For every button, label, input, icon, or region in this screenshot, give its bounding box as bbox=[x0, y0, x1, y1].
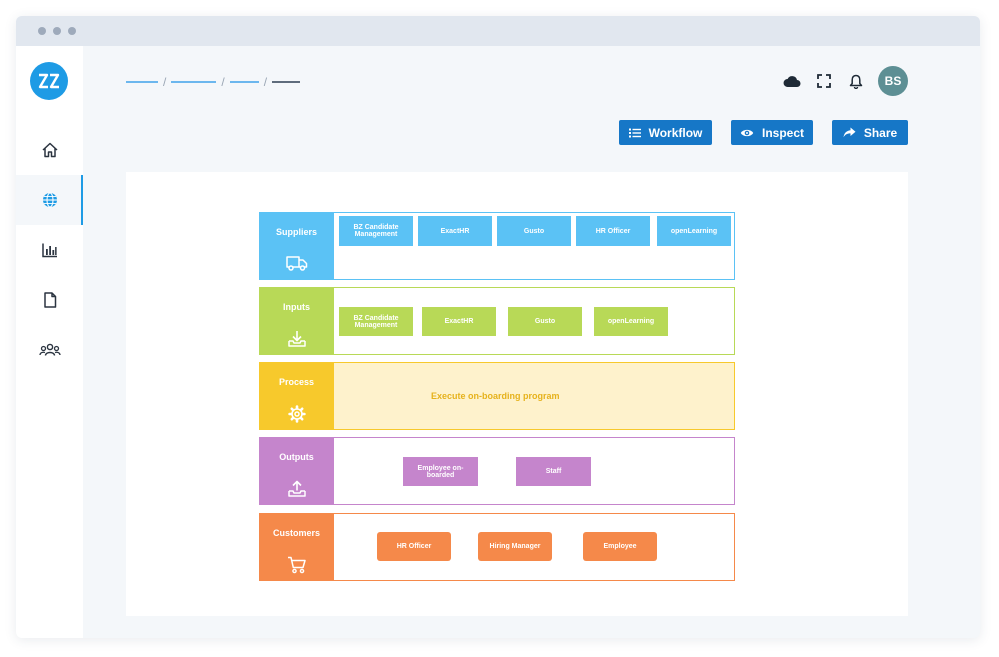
inputs-row: Inputs BZ Candidate Management ExactHR G… bbox=[259, 287, 735, 355]
output-item[interactable]: Employee on-boarded bbox=[403, 457, 478, 486]
breadcrumb-item[interactable] bbox=[229, 81, 259, 83]
breadcrumb-separator: / bbox=[221, 75, 225, 89]
cart-icon bbox=[287, 556, 306, 574]
suppliers-label[interactable]: Suppliers bbox=[259, 212, 334, 280]
input-item[interactable]: openLearning bbox=[594, 307, 668, 336]
upload-tray-icon bbox=[287, 480, 306, 497]
notifications-button[interactable] bbox=[840, 67, 872, 95]
inspect-button-label: Inspect bbox=[761, 125, 804, 140]
cloud-button[interactable] bbox=[776, 67, 808, 95]
header-actions: BS bbox=[776, 66, 908, 96]
user-avatar[interactable]: BS bbox=[878, 66, 908, 96]
diagram-canvas: Suppliers BZ Candidate Management ExactH… bbox=[126, 172, 908, 616]
window-dot[interactable] bbox=[38, 27, 46, 35]
document-icon bbox=[43, 292, 56, 308]
sidebar bbox=[16, 46, 83, 638]
customers-title: Customers bbox=[272, 528, 320, 538]
truck-icon bbox=[285, 256, 307, 271]
outputs-row: Outputs Employee on-boarded Staff bbox=[259, 437, 735, 505]
breadcrumb-separator: / bbox=[263, 75, 268, 89]
share-button[interactable]: Share bbox=[832, 120, 908, 145]
list-icon bbox=[628, 128, 641, 137]
input-item[interactable]: BZ Candidate Management bbox=[339, 307, 413, 336]
customer-item[interactable]: Hiring Manager bbox=[478, 532, 552, 561]
breadcrumb: / / / bbox=[126, 75, 301, 89]
process-description[interactable]: Execute on-boarding program bbox=[431, 391, 560, 401]
gear-icon bbox=[287, 405, 306, 423]
input-item[interactable]: ExactHR bbox=[422, 307, 496, 336]
suppliers-title: Suppliers bbox=[275, 227, 317, 237]
window-dot[interactable] bbox=[53, 27, 61, 35]
globe-icon bbox=[42, 192, 57, 208]
window-dot[interactable] bbox=[68, 27, 76, 35]
customer-item[interactable]: HR Officer bbox=[377, 532, 451, 561]
download-tray-icon bbox=[287, 331, 306, 347]
sidebar-item-people[interactable] bbox=[16, 325, 83, 375]
title-bar bbox=[16, 16, 980, 46]
sidebar-item-home[interactable] bbox=[16, 125, 83, 175]
supplier-item[interactable]: HR Officer bbox=[576, 216, 650, 246]
bell-icon bbox=[849, 74, 863, 89]
process-title: Process bbox=[278, 377, 315, 387]
sidebar-item-documents[interactable] bbox=[16, 275, 83, 325]
share-button-label: Share bbox=[863, 125, 898, 140]
supplier-item[interactable]: ExactHR bbox=[418, 216, 492, 246]
outputs-label[interactable]: Outputs bbox=[259, 437, 334, 505]
eye-icon bbox=[740, 129, 754, 136]
breadcrumb-separator: / bbox=[163, 75, 167, 89]
output-item[interactable]: Staff bbox=[516, 457, 591, 486]
cloud-icon bbox=[783, 75, 801, 87]
inputs-title: Inputs bbox=[283, 302, 310, 312]
supplier-item[interactable]: Gusto bbox=[497, 216, 571, 246]
fullscreen-button[interactable] bbox=[808, 67, 840, 95]
inputs-label[interactable]: Inputs bbox=[259, 287, 334, 355]
suppliers-row: Suppliers BZ Candidate Management ExactH… bbox=[259, 212, 735, 280]
customer-item[interactable]: Employee bbox=[583, 532, 657, 561]
app-window: / / / BS Workflo bbox=[16, 16, 980, 638]
people-icon bbox=[38, 343, 61, 356]
workflow-button-label: Workflow bbox=[648, 125, 703, 140]
input-item[interactable]: Gusto bbox=[508, 307, 582, 336]
bar-chart-icon bbox=[41, 243, 57, 258]
breadcrumb-item[interactable] bbox=[171, 81, 217, 83]
share-arrow-icon bbox=[843, 127, 856, 138]
process-label[interactable]: Process bbox=[259, 362, 334, 430]
inspect-button[interactable]: Inspect bbox=[731, 120, 813, 145]
home-icon bbox=[41, 142, 58, 158]
workflow-button[interactable]: Workflow bbox=[619, 120, 712, 145]
customers-label[interactable]: Customers bbox=[259, 513, 334, 581]
breadcrumb-item[interactable] bbox=[126, 81, 158, 83]
sidebar-item-reports[interactable] bbox=[16, 225, 83, 275]
zz-logo[interactable] bbox=[30, 62, 68, 100]
customers-row: Customers HR Officer Hiring Manager Empl… bbox=[259, 513, 735, 581]
sidebar-item-globe[interactable] bbox=[16, 175, 83, 225]
supplier-item[interactable]: openLearning bbox=[657, 216, 731, 246]
fullscreen-icon bbox=[817, 74, 831, 88]
outputs-title: Outputs bbox=[279, 452, 314, 462]
zz-logo-icon bbox=[38, 73, 60, 89]
supplier-item[interactable]: BZ Candidate Management bbox=[339, 216, 413, 246]
breadcrumb-current bbox=[272, 81, 301, 83]
process-row: Process Execute on-boarding program bbox=[259, 362, 735, 430]
